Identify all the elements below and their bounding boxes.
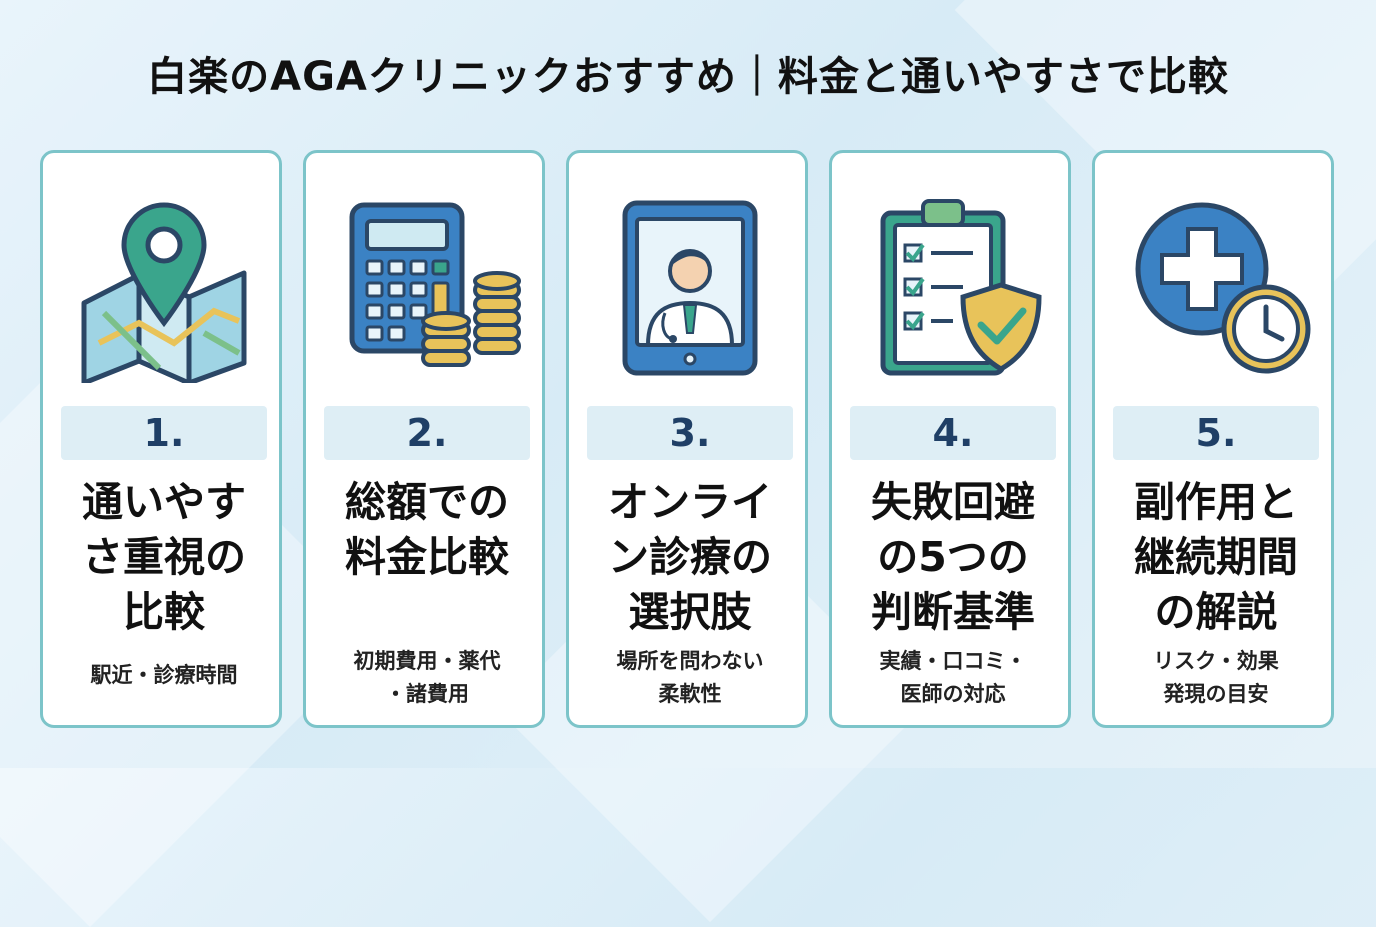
map-pin-icon	[81, 202, 247, 383]
card-list: 1. 通いやす さ重視の 比較 駅近・診療時間	[40, 150, 1336, 732]
card-4: 4. 失敗回避 の5つの 判断基準 実績・口コミ・ 医師の対応	[829, 150, 1071, 728]
card-heading: 失敗回避 の5つの 判断基準	[871, 478, 1035, 636]
checklist-shield-icon	[880, 199, 1042, 376]
card-number: 1.	[61, 406, 267, 460]
card-subtext: リスク・効果 発現の目安	[1153, 649, 1279, 706]
card-heading: 副作用と 継続期間 の解説	[1134, 478, 1298, 636]
card-number: 5.	[1113, 406, 1319, 460]
card-number: 3.	[587, 406, 793, 460]
card-subtext: 初期費用・薬代 ・諸費用	[353, 649, 501, 706]
tablet-doctor-icon	[622, 200, 758, 376]
card-1: 1. 通いやす さ重視の 比較 駅近・診療時間	[40, 150, 282, 728]
card-number: 2.	[324, 406, 530, 460]
medical-cross-clock-icon	[1135, 202, 1311, 374]
calculator-coins-icon	[349, 202, 521, 367]
card-number: 4.	[850, 406, 1056, 460]
card-2: 2. 総額での 料金比較 初期費用・薬代 ・諸費用	[303, 150, 545, 728]
card-3: 3. オンライ ン診療の 選択肢 場所を問わない 柔軟性	[566, 150, 808, 728]
card-heading: 通いやす さ重視の 比較	[82, 478, 246, 636]
card-subtext: 実績・口コミ・ 医師の対応	[879, 649, 1027, 706]
card-heading: オンライ ン診療の 選択肢	[608, 478, 772, 636]
card-heading: 総額での 料金比較	[345, 478, 509, 581]
card-subtext: 場所を問わない 柔軟性	[616, 649, 764, 706]
card-5: 5. 副作用と 継続期間 の解説 リスク・効果 発現の目安	[1092, 150, 1334, 728]
page-title: 白楽のAGAクリニックおすすめ｜料金と通いやすさで比較	[147, 54, 1229, 100]
card-subtext: 駅近・診療時間	[90, 663, 238, 687]
